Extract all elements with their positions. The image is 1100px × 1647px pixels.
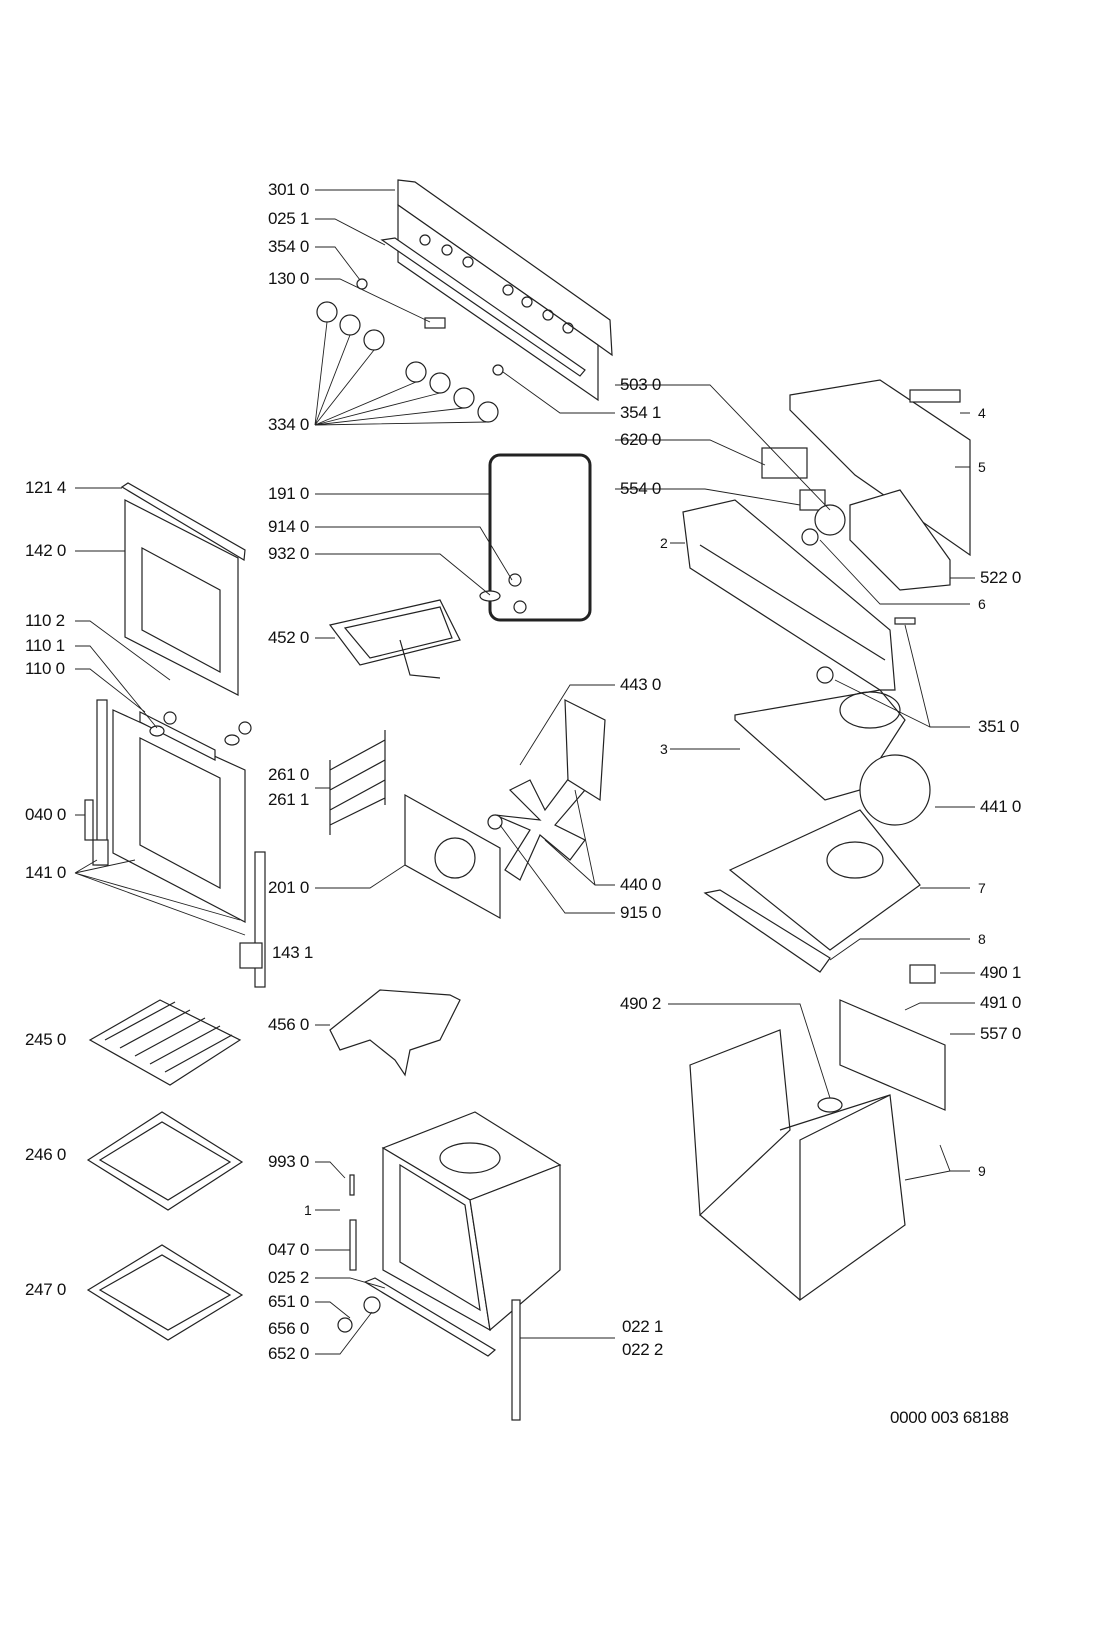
label-110-2: 110 2 — [25, 611, 65, 630]
label-490-2: 490 2 — [620, 994, 662, 1013]
control-panel-part — [356, 179, 613, 402]
outer-door-glass — [120, 482, 246, 696]
label-652-0: 652 0 — [268, 1344, 310, 1363]
leader-lines — [74, 189, 975, 1355]
label-456-0: 456 0 — [268, 1015, 310, 1034]
label-4: 4 — [978, 405, 986, 421]
door-seal — [488, 453, 592, 622]
label-110-0: 110 0 — [25, 659, 65, 678]
label-656-0: 656 0 — [268, 1319, 310, 1338]
label-932-0: 932 0 — [268, 544, 310, 563]
top-cover-3 — [734, 689, 931, 826]
label-040-0: 040 0 — [25, 805, 67, 824]
label-1: 1 — [304, 1202, 312, 1218]
label-022-2: 022 2 — [622, 1340, 664, 1359]
electronics-housing — [761, 379, 971, 591]
bottom-heater — [329, 989, 461, 1077]
drawing-number: 0000 003 68188 — [890, 1408, 1009, 1427]
label-141-0: 141 0 — [25, 863, 67, 882]
label-354-0: 354 0 — [268, 237, 310, 256]
label-490-1: 490 1 — [980, 963, 1022, 982]
label-025-2: 025 2 — [268, 1268, 310, 1287]
label-261-1: 261 1 — [268, 790, 310, 809]
label-261-0: 261 0 — [268, 765, 310, 784]
label-522-0: 522 0 — [980, 568, 1022, 587]
label-191-0: 191 0 — [268, 484, 310, 503]
fan-and-motor — [487, 699, 606, 881]
label-6: 6 — [978, 596, 986, 612]
grill-heater — [328, 573, 527, 679]
label-651-0: 651 0 — [268, 1292, 310, 1311]
label-246-0: 246 0 — [25, 1145, 67, 1164]
inner-door — [84, 699, 266, 988]
label-022-1: 022 1 — [622, 1317, 664, 1336]
chassis-9 — [689, 964, 946, 1302]
label-110-1: 110 1 — [25, 636, 65, 655]
label-491-0: 491 0 — [980, 993, 1022, 1012]
rear-panel — [404, 793, 501, 920]
label-993-0: 993 0 — [268, 1152, 310, 1171]
label-440-0: 440 0 — [620, 875, 662, 894]
label-130-0: 130 0 — [268, 269, 310, 288]
label-351-0: 351 0 — [978, 717, 1020, 736]
label-8: 8 — [978, 931, 986, 947]
oven-cavity — [337, 1111, 562, 1421]
label-121-4: 121 4 — [25, 478, 67, 497]
top-plate-7-8 — [703, 809, 921, 973]
label-443-0: 443 0 — [620, 675, 662, 694]
label-2: 2 — [660, 535, 668, 551]
label-247-0: 247 0 — [25, 1280, 67, 1299]
control-frame — [682, 499, 916, 691]
label-503-0: 503 0 — [620, 375, 662, 394]
label-025-1: 025 1 — [268, 209, 310, 228]
label-441-0: 441 0 — [980, 797, 1022, 816]
label-452-0: 452 0 — [268, 628, 310, 647]
label-047-0: 047 0 — [268, 1240, 310, 1259]
label-354-1: 354 1 — [620, 403, 662, 422]
label-620-0: 620 0 — [620, 430, 662, 449]
label-142-0: 142 0 — [25, 541, 67, 560]
knobs-334-0 — [316, 301, 499, 423]
label-915-0: 915 0 — [620, 903, 662, 922]
label-9: 9 — [978, 1163, 986, 1179]
label-143-1: 143 1 — [272, 943, 314, 962]
label-3: 3 — [660, 741, 668, 757]
label-914-0: 914 0 — [268, 517, 310, 536]
label-5: 5 — [978, 459, 986, 475]
label-245-0: 245 0 — [25, 1030, 67, 1049]
shelf-supports — [329, 730, 386, 835]
trays — [86, 999, 244, 1341]
label-201-0: 201 0 — [268, 878, 310, 897]
label-334-0: 334 0 — [268, 415, 310, 434]
label-7: 7 — [978, 880, 986, 896]
label-554-0: 554 0 — [620, 479, 662, 498]
label-301-0: 301 0 — [268, 180, 310, 199]
label-557-0: 557 0 — [980, 1024, 1022, 1043]
